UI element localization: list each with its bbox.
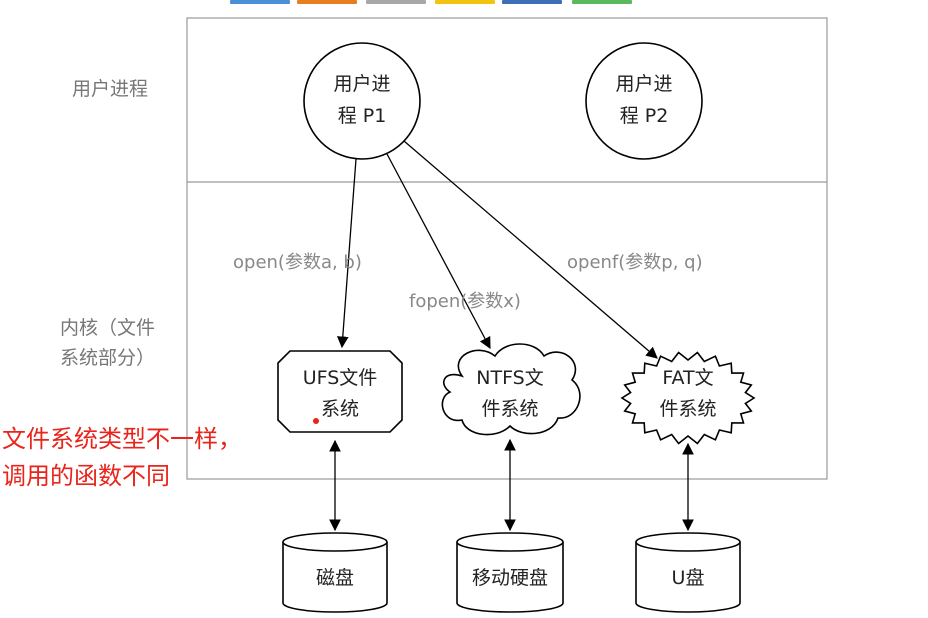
device-disk-body [282,542,388,613]
filesystem-fat-shape [620,351,756,445]
toolbar-swatches [230,0,632,4]
device-usb-body [635,542,741,613]
filesystem-ntfs-label-line2: 件系统 [481,398,538,420]
filesystem-fat-label-line1: FAT文 [662,367,713,389]
device-disk[interactable]: 磁盘 [282,532,388,613]
device-disk-label: 磁盘 [316,567,354,589]
filesystem-ntfs-label-line1: NTFS文 [476,367,543,389]
device-mobile-disk-top [456,532,564,552]
process-p1-label-line2: 程 P1 [338,105,387,127]
arrow-p1-to-fat [403,140,658,359]
filesystem-fat-label-line2: 件系统 [659,398,716,420]
device-usb-label: U盘 [672,567,705,589]
device-mobile-disk-label: 移动硬盘 [472,567,548,589]
device-usb[interactable]: U盘 [635,532,741,613]
user-layer-label: 用户进程 [72,78,148,100]
arrow-p1-to-ufs [336,158,357,349]
filesystem-ufs-label-line1: UFS文件 [303,367,378,389]
filesystem-fat[interactable]: FAT文 件系统 [620,351,756,445]
swatch-yellow[interactable] [435,0,495,4]
call-label-fat: openf(参数p, q) [567,252,703,273]
process-p2-label-line1: 用户进 [615,73,672,95]
filesystem-ufs-shape [277,350,403,433]
swatch-gray[interactable] [366,0,426,4]
process-p1-circle [303,42,421,160]
swatch-blue[interactable] [230,0,290,4]
cursor-dot [313,418,319,424]
swatch-green[interactable] [572,0,632,4]
kernel-layer-label-line2: 系统部分） [60,347,155,369]
filesystem-ufs-label-line2: 系统 [321,398,359,420]
device-mobile-disk[interactable]: 移动硬盘 [456,532,564,613]
kernel-layer-label-line1: 内核（文件 [60,317,155,339]
annotation-line2: 调用的函数不同 [2,462,170,490]
call-label-ntfs: fopen(参数x) [409,291,521,312]
process-p2-label-line2: 程 P2 [620,105,669,127]
device-disk-top [282,532,388,552]
process-p1[interactable]: 用户进 程 P1 [303,42,421,160]
device-mobile-disk-body [456,542,564,613]
filesystem-ntfs-shape [441,343,581,436]
device-usb-top [635,532,741,552]
process-p2-circle [585,42,703,160]
swatch-navy[interactable] [502,0,562,4]
annotation-line1: 文件系统类型不一样， [2,425,242,453]
filesystem-ntfs[interactable]: NTFS文 件系统 [441,343,581,436]
process-p1-label-line1: 用户进 [333,73,390,95]
process-p2[interactable]: 用户进 程 P2 [585,42,703,160]
arrow-p1-to-ntfs [386,153,491,350]
filesystem-ufs[interactable]: UFS文件 系统 [277,350,403,433]
call-label-ufs: open(参数a, b) [233,252,362,273]
swatch-orange[interactable] [297,0,357,4]
